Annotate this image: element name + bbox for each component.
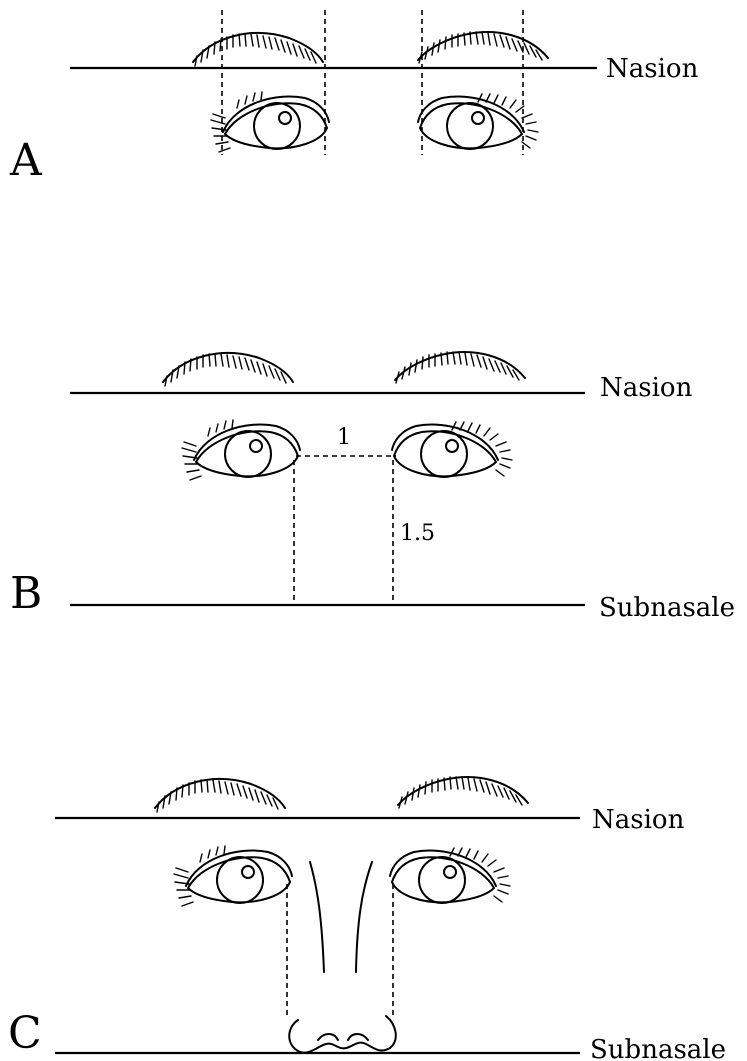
nasion-label: Nasion [606,54,699,84]
left-eyebrow [193,33,323,66]
ratio-horizontal-label: 1 [337,425,351,450]
nose-bridge-left [310,862,324,972]
panel-a: Nasion A [9,10,699,186]
panel-b: 1 1.5 Nasion Subnasale B [10,352,735,623]
right-eyebrow [395,352,525,383]
nasion-label: Nasion [600,373,693,403]
subnasale-label: Subnasale [599,593,735,623]
left-eye [182,420,300,480]
panel-letter: B [10,568,42,619]
left-eye [174,846,292,906]
panel-c: Nasion Subnasale C [8,777,726,1061]
left-eye [211,92,329,152]
left-eyebrow [155,779,285,812]
left-eyebrow [163,353,293,386]
right-eye [392,422,512,477]
nostrils [318,1034,368,1040]
panel-letter: C [8,1008,42,1059]
right-eye [418,94,538,149]
nose-bridge-right [356,862,372,972]
subnasale-label: Subnasale [590,1035,726,1061]
right-eye [390,848,510,903]
nasion-label: Nasion [592,805,685,835]
ratio-vertical-label: 1.5 [400,521,435,546]
nose-tip [289,1016,396,1053]
right-eyebrow [398,777,528,808]
right-eyebrow [418,32,548,63]
panel-letter: A [9,135,43,186]
nose [289,862,396,1053]
